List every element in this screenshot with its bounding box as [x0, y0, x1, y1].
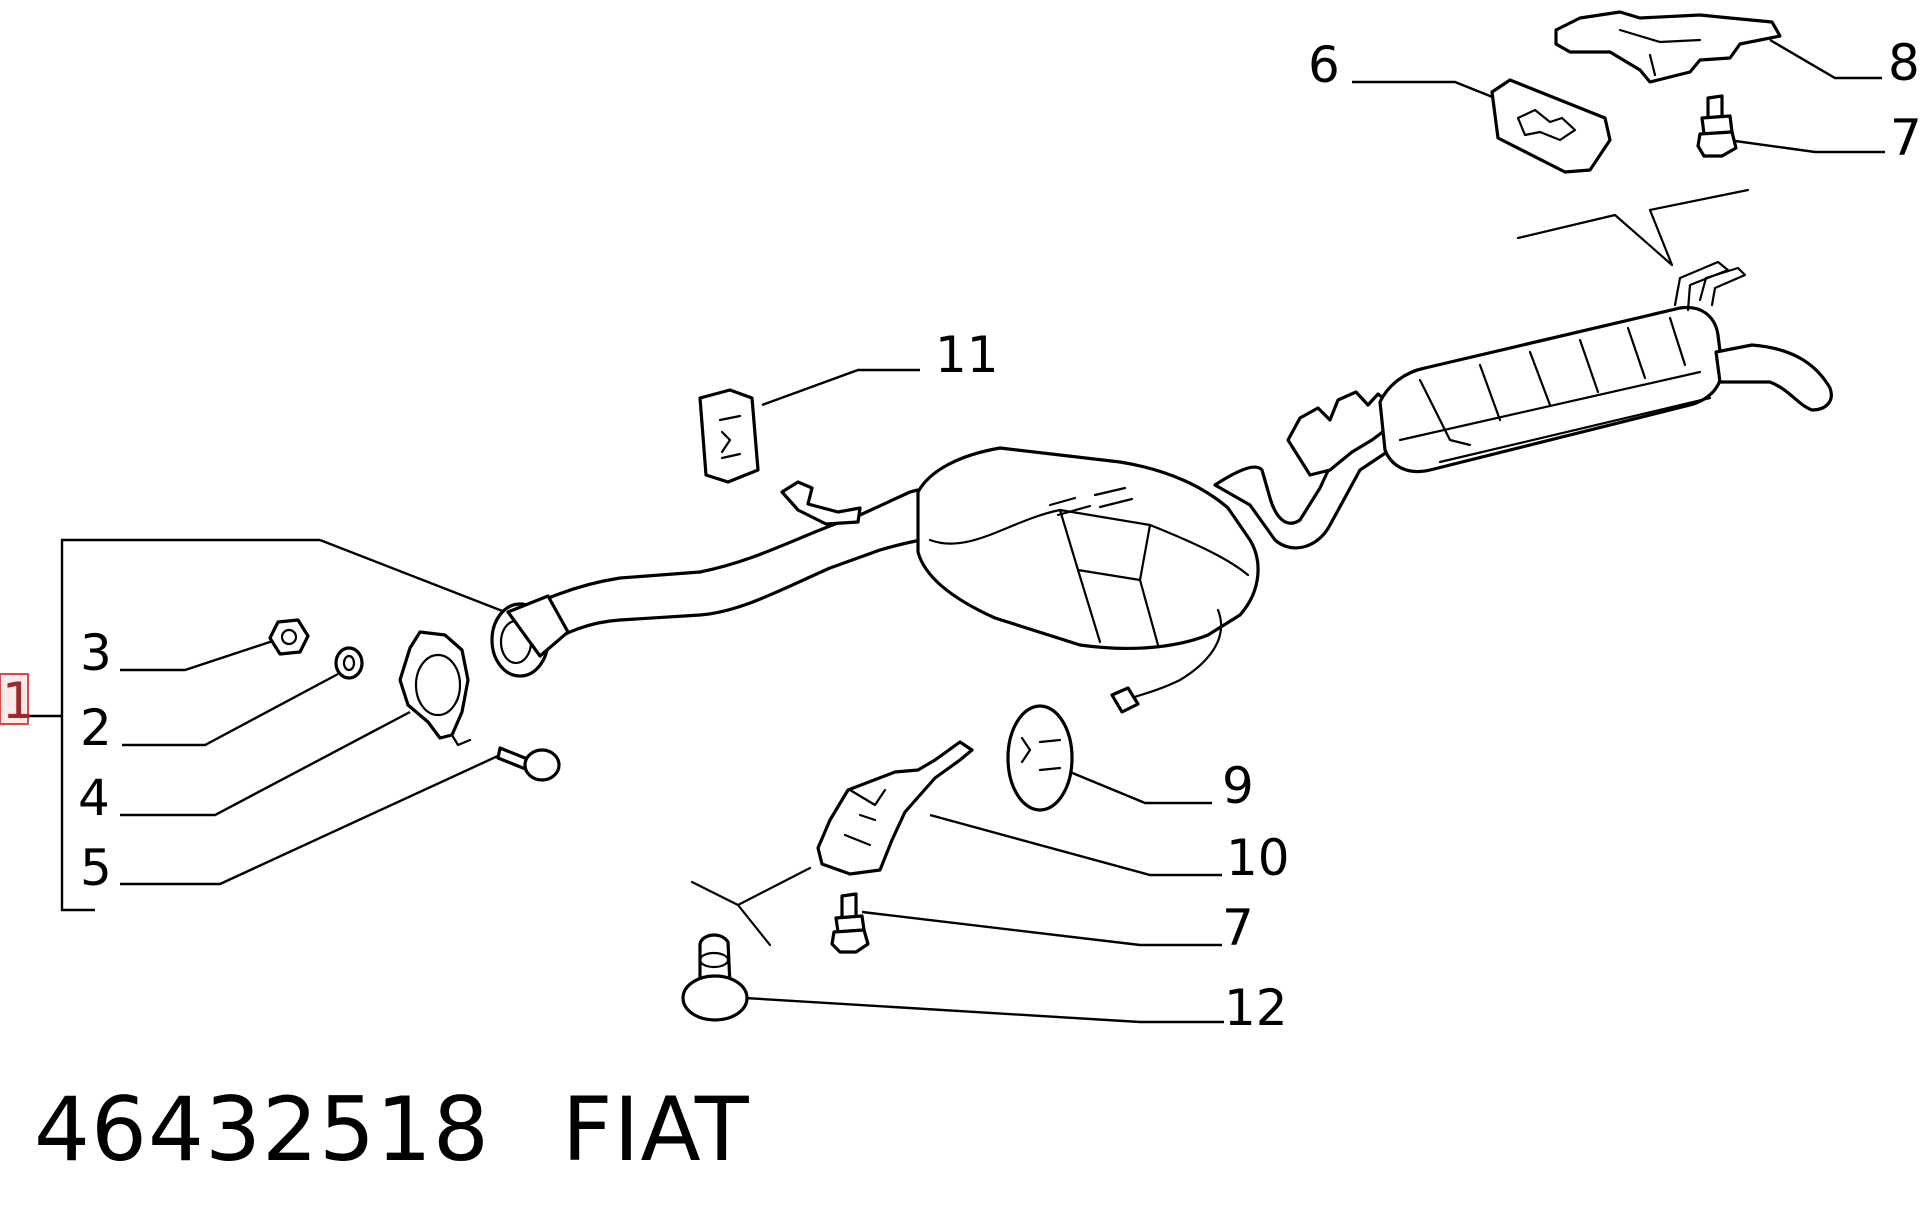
rear-silencer-rib-2 [1478, 363, 1502, 422]
middle-silencer-vent-1 [1048, 496, 1077, 507]
rear-silencer [1378, 305, 1724, 474]
brand-name: FIAT [561, 1078, 750, 1181]
rear-silencer-rib-3 [1528, 350, 1552, 407]
callout-5: 5 [80, 839, 112, 897]
part-caption: 46432518 FIAT [34, 1078, 750, 1181]
middle-silencer-vent-2 [1056, 504, 1092, 517]
part-rubber-mount-upper [698, 388, 760, 484]
callout-highlight-box [0, 673, 29, 725]
leader-3 [120, 636, 283, 672]
leader-8 [1769, 38, 1882, 80]
middle-silencer-vent-3 [1093, 486, 1127, 497]
part-rubber-mount-top [1490, 78, 1612, 174]
rear-silencer-rib-4 [1578, 338, 1600, 394]
leader-2 [122, 672, 339, 747]
part-bolt [496, 746, 561, 782]
part-number: 46432518 [34, 1078, 490, 1181]
rear-silencer-base [1438, 396, 1712, 464]
rear-silencer-rib-5 [1626, 326, 1647, 380]
callout-4: 4 [78, 769, 110, 827]
leader-7-top [1727, 138, 1885, 154]
leader-4 [120, 710, 411, 817]
callout-6: 6 [1308, 36, 1340, 94]
leader-10 [929, 813, 1222, 877]
pipe-hanger-clip [780, 480, 862, 526]
rear-silencer-rib-1 [1418, 378, 1472, 447]
part-clamp [398, 630, 472, 747]
part-bracket-top [1554, 10, 1782, 84]
leader-12 [744, 996, 1224, 1024]
rear-hanger-rod-1 [1673, 260, 1730, 312]
leader-9 [1069, 770, 1212, 805]
tail-pipe [1714, 343, 1833, 412]
rear-hanger-rod-2 [1698, 266, 1747, 307]
callout-2: 2 [80, 699, 112, 757]
callout-11: 11 [935, 326, 999, 384]
part-washer [334, 646, 364, 680]
part-bolt-bottom [830, 892, 870, 954]
callout-7-top: 7 [1890, 109, 1921, 167]
leader-bracket-1 [60, 538, 320, 912]
leader-5 [120, 753, 501, 886]
part-rubber-stop [681, 933, 749, 1022]
part-bolt-top [1696, 94, 1738, 158]
callout-9: 9 [1222, 757, 1254, 815]
callout-1: 1 [2, 672, 34, 730]
leader-1-to-pipe [319, 538, 506, 614]
part-bracket-lower [816, 740, 974, 876]
callout-12: 12 [1224, 979, 1288, 1037]
part-rubber-ring [1006, 704, 1074, 812]
mount-indicator-top [1516, 188, 1750, 267]
flex-joint [1286, 390, 1394, 477]
front-flange-collar [506, 594, 570, 658]
middle-silencer-panel-2 [1076, 568, 1160, 647]
exhaust-assembly [490, 260, 1833, 714]
middle-silencer-panel [1058, 508, 1152, 582]
middle-silencer-vent-4 [1098, 497, 1134, 509]
leader-7-bottom [861, 910, 1222, 947]
callout-labels: 1 3 2 4 5 11 6 8 7 9 10 7 12 [0, 34, 1921, 1037]
callout-7-bottom: 7 [1222, 899, 1254, 957]
callout-10: 10 [1226, 829, 1290, 887]
callout-8: 8 [1888, 34, 1920, 92]
leader-lines [28, 38, 1885, 1024]
leader-11 [761, 368, 920, 407]
sensor-plug [1110, 686, 1140, 714]
part-nut [268, 618, 310, 656]
rear-silencer-rib-6 [1668, 316, 1687, 367]
sensor-wire [1123, 608, 1223, 702]
callout-3: 3 [80, 624, 112, 682]
middle-silencer [916, 446, 1260, 651]
rear-silencer-lower-seam [1398, 370, 1702, 442]
mount-indicator-bottom [690, 866, 812, 947]
front-pipe [496, 486, 960, 650]
